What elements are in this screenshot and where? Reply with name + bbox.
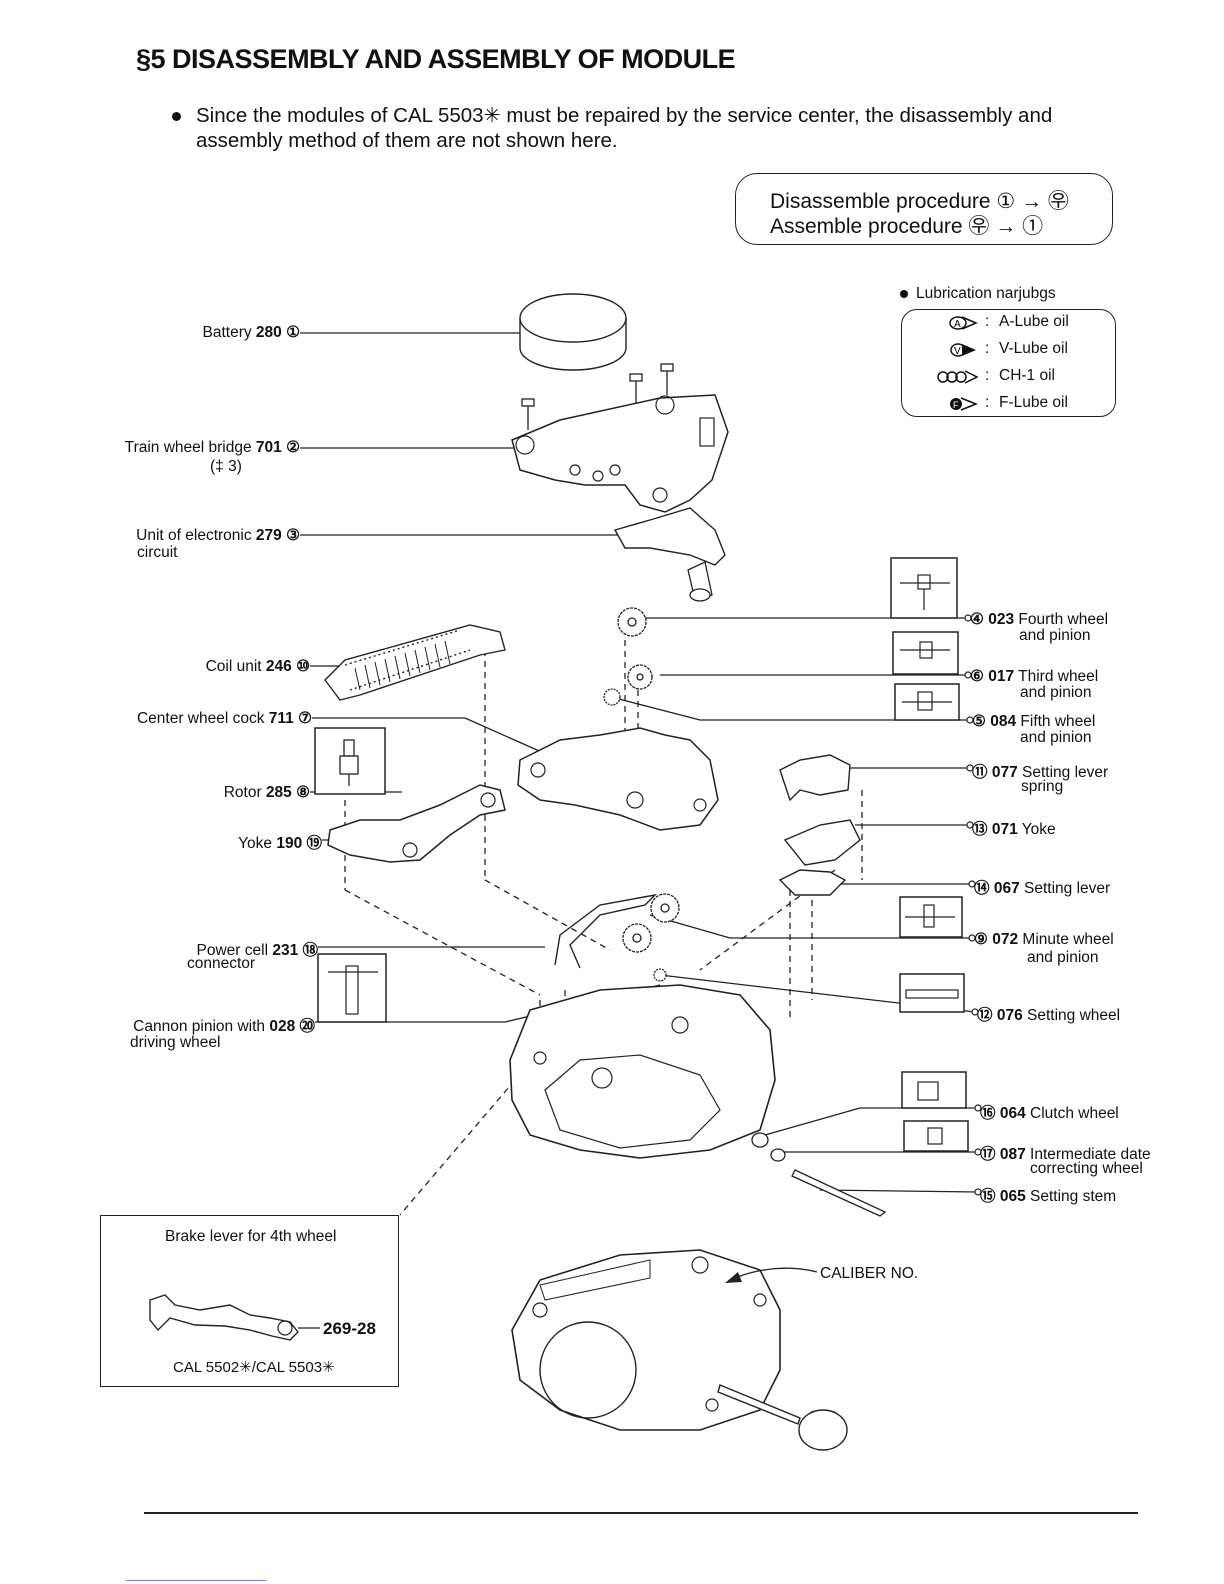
label-clutch-wheel: ⑯ 064 Clutch wheel [980, 1105, 1119, 1122]
label-power-cell-sub: connector [187, 955, 256, 972]
label-setting-wheel: ⑫ 076 Setting wheel [977, 1007, 1121, 1024]
screws [521, 363, 674, 430]
label-cannon-pinion: Cannon pinion with 028 ⑳ [133, 1018, 315, 1035]
crown [717, 1384, 848, 1451]
rotor-thumbnail [314, 727, 386, 795]
label-center-wheel-cock: Center wheel cock 711 ⑦ [136, 710, 312, 727]
train-wheel-bridge [511, 394, 729, 513]
lube-colon: : [985, 367, 990, 384]
label-electronic-circuit: Unit of electronic 279 ③ [136, 527, 300, 544]
label-train-wheel-bridge: Train wheel bridge 701 ② [124, 439, 300, 456]
lube-label-f: F-Lube oil [999, 394, 1068, 411]
svg-text:A: A [954, 319, 961, 330]
label-third-wheel-sub: and pinion [1020, 684, 1092, 701]
note-line-2: assembly method of them are not shown he… [196, 129, 618, 152]
label-battery: Battery 280 ① [202, 324, 301, 341]
lube-label-a: A-Lube oil [999, 313, 1069, 330]
note-line-1: Since the modules of CAL 5503✳ must be r… [196, 104, 1053, 127]
label-coil-unit: Coil unit 246 ⑩ [205, 658, 310, 675]
label-setting-lever-spring-sub: spring [1021, 778, 1064, 795]
lube-row-ch1: : CH-1 oil [902, 364, 1115, 390]
lube-label-v: V-Lube oil [999, 340, 1068, 357]
electronic-circuit-unit [613, 507, 726, 566]
lubrication-title-text: Lubrication narjubgs [916, 285, 1056, 302]
yoke-part [327, 784, 506, 863]
coil-windings [354, 640, 451, 691]
battery-part [519, 293, 627, 371]
label-fourth-wheel-sub: and pinion [1019, 627, 1091, 644]
bottom-rule [144, 1512, 1138, 1514]
label-third-wheel: ⑥ 017 Third wheel [970, 668, 1099, 685]
setting-lever-spring [779, 754, 851, 802]
lube-row-v: V : V-Lube oil [902, 337, 1115, 363]
label-electronic-circuit-sub: circuit [137, 544, 178, 561]
label-fifth-wheel-sub: and pinion [1020, 729, 1092, 746]
assemble-procedure: Assemble procedure ㉾ → ① [770, 215, 1044, 238]
lubrication-title: Lubrication narjubgs [900, 285, 1056, 303]
ch1-oil-icon [937, 370, 978, 384]
label-setting-lever-spring: ⑪ 077 Setting lever [972, 764, 1109, 781]
main-plate [509, 984, 776, 1159]
coil-unit [324, 624, 506, 701]
label-yoke-190: Yoke 190 ⑲ [238, 835, 322, 852]
lube-row-f: F : F-Lube oil [902, 391, 1115, 417]
procedure-box: Disassemble procedure ① → ㉾ Assemble pro… [735, 173, 1113, 245]
lube-colon: : [985, 340, 990, 357]
yoke-071 [783, 819, 861, 866]
brake-lever-part-number: 269-28 [323, 1319, 376, 1338]
center-wheel-cock [517, 727, 719, 831]
gears-lower [622, 893, 680, 982]
f-lube-icon: F [950, 397, 978, 411]
label-train-wheel-bridge-screws: (‡ 3) [210, 458, 242, 475]
brake-lever-caption: CAL 5502✳/CAL 5503✳ [173, 1359, 335, 1376]
svg-text:F: F [953, 400, 959, 410]
label-fifth-wheel: ⑤ 084 Fifth wheel [972, 713, 1096, 730]
brake-lever-box: Brake lever for 4th wheel 269-28 CAL 550… [100, 1215, 399, 1387]
label-power-cell: Power cell 231 ⑱ [196, 942, 318, 959]
label-intermediate-date-wheel-sub: correcting wheel [1030, 1160, 1143, 1177]
brake-lever-icon [149, 1294, 299, 1341]
lube-colon: : [985, 313, 990, 330]
svg-text:V: V [954, 346, 961, 357]
bullet-dot [172, 112, 181, 121]
label-rotor: Rotor 285 ⑧ [223, 784, 310, 801]
label-minute-wheel-sub: and pinion [1027, 949, 1099, 966]
power-cell-connector [554, 893, 658, 969]
bullet-dot [900, 289, 908, 298]
disassemble-procedure: Disassemble procedure ① → ㉾ [770, 190, 1069, 213]
caliber-plate [511, 1249, 781, 1431]
page-title: §5 DISASSEMBLY AND ASSEMBLY OF MODULE [136, 44, 736, 74]
label-yoke-071: ⑬ 071 Yoke [972, 821, 1056, 838]
label-intermediate-date-wheel: ⑰ 087 Intermediate date [980, 1146, 1151, 1163]
caliber-no-label: CALIBER NO. [820, 1265, 919, 1282]
a-lube-icon: A [949, 316, 978, 330]
label-setting-lever: ⑭ 067 Setting lever [974, 880, 1111, 897]
service-note: Since the modules of CAL 5503✳ must be r… [172, 103, 1122, 153]
footer-link-underline [126, 1580, 266, 1581]
lube-row-a: A : A-Lube oil [902, 310, 1115, 336]
gears-upper [603, 607, 653, 706]
lube-label-ch1: CH-1 oil [999, 367, 1055, 384]
label-cannon-pinion-sub: driving wheel [130, 1034, 221, 1051]
setting-lever [778, 869, 847, 896]
v-lube-icon: V [950, 343, 976, 357]
brake-lever-title: Brake lever for 4th wheel [165, 1228, 337, 1245]
label-minute-wheel: ⑨ 072 Minute wheel [974, 931, 1114, 948]
label-setting-stem: ⑮ 065 Setting stem [980, 1188, 1117, 1205]
lubrication-legend: A : A-Lube oil V : V-Lube oil : CH-1 oil… [901, 309, 1116, 417]
lube-colon: : [985, 394, 990, 411]
label-fourth-wheel: ④ 023 Fourth wheel [970, 611, 1109, 628]
